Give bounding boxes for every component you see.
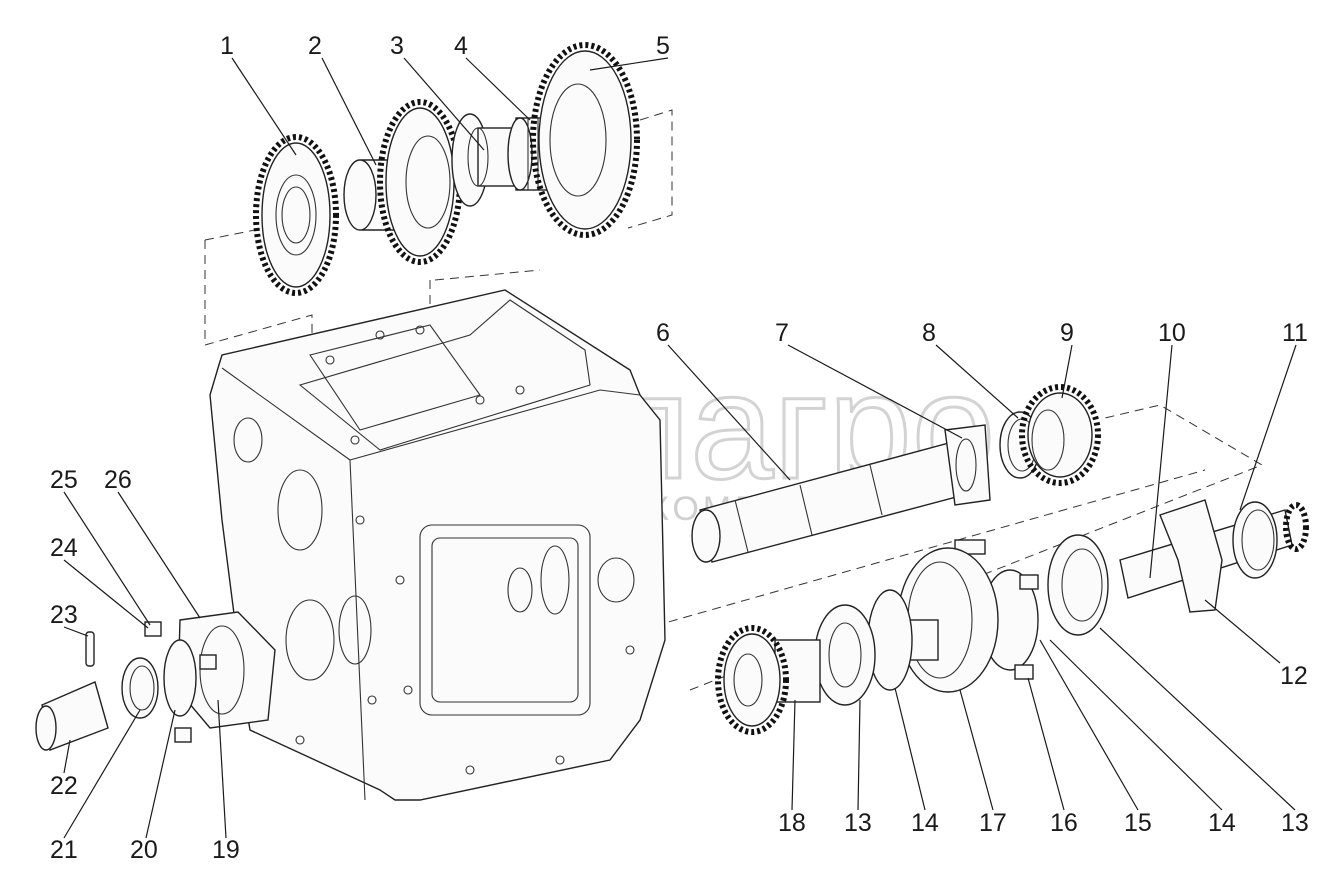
- callout-2: 2: [308, 32, 322, 60]
- callout-4: 4: [454, 32, 468, 60]
- callout-13-right: 13: [1281, 809, 1309, 837]
- callout-21: 21: [50, 836, 78, 864]
- callout-16: 16: [1050, 809, 1078, 837]
- callout-8: 8: [922, 319, 936, 347]
- callout-18: 18: [778, 809, 806, 837]
- callout-26: 26: [104, 466, 132, 494]
- leader-lines: [63, 57, 1297, 839]
- bearing-13-right: [1047, 534, 1109, 636]
- gearbox-housing: [209, 289, 666, 801]
- callout-15: 15: [1124, 809, 1152, 837]
- gear-9: [1019, 384, 1101, 486]
- pin-23: [85, 631, 95, 667]
- callout-25: 25: [50, 466, 78, 494]
- ring-21: [121, 657, 159, 719]
- callout-9: 9: [1060, 319, 1074, 347]
- bolts-24-25: [144, 621, 217, 743]
- callout-24: 24: [50, 534, 78, 562]
- callout-23: 23: [50, 601, 78, 629]
- ring-14-left: [867, 589, 913, 691]
- callout-10: 10: [1158, 319, 1186, 347]
- ring-11: [1232, 501, 1278, 579]
- callout-19: 19: [212, 836, 240, 864]
- callout-11: 11: [1282, 319, 1308, 347]
- fork-12: [1159, 499, 1223, 613]
- callout-3: 3: [390, 32, 404, 60]
- seal-20: [163, 639, 197, 717]
- callout-6: 6: [656, 319, 670, 347]
- callout-1: 1: [220, 32, 234, 60]
- gear-1: [253, 134, 339, 296]
- bearing-13-left: [814, 604, 876, 706]
- bracket-7: [944, 424, 991, 506]
- callout-5: 5: [656, 32, 670, 60]
- callout-20: 20: [130, 836, 158, 864]
- callout-labels: 1 2 3 4 5 6 7 8 9 10 11 12 25 26 24 23 2…: [50, 32, 1309, 864]
- sleeve-22: [35, 681, 109, 751]
- callout-14-left: 14: [911, 809, 939, 837]
- shaft-6: [691, 439, 976, 563]
- callout-7: 7: [775, 319, 789, 347]
- callout-17: 17: [979, 809, 1007, 837]
- callout-13-left: 13: [844, 809, 872, 837]
- gear-18: [715, 625, 821, 735]
- callout-14-right: 14: [1208, 809, 1236, 837]
- gear-2: [343, 99, 463, 265]
- gear-5: [530, 42, 640, 238]
- flange-19-26: [177, 611, 276, 729]
- bolts-15-16: [954, 539, 1039, 680]
- callout-22: 22: [50, 772, 78, 800]
- callout-12: 12: [1280, 662, 1308, 690]
